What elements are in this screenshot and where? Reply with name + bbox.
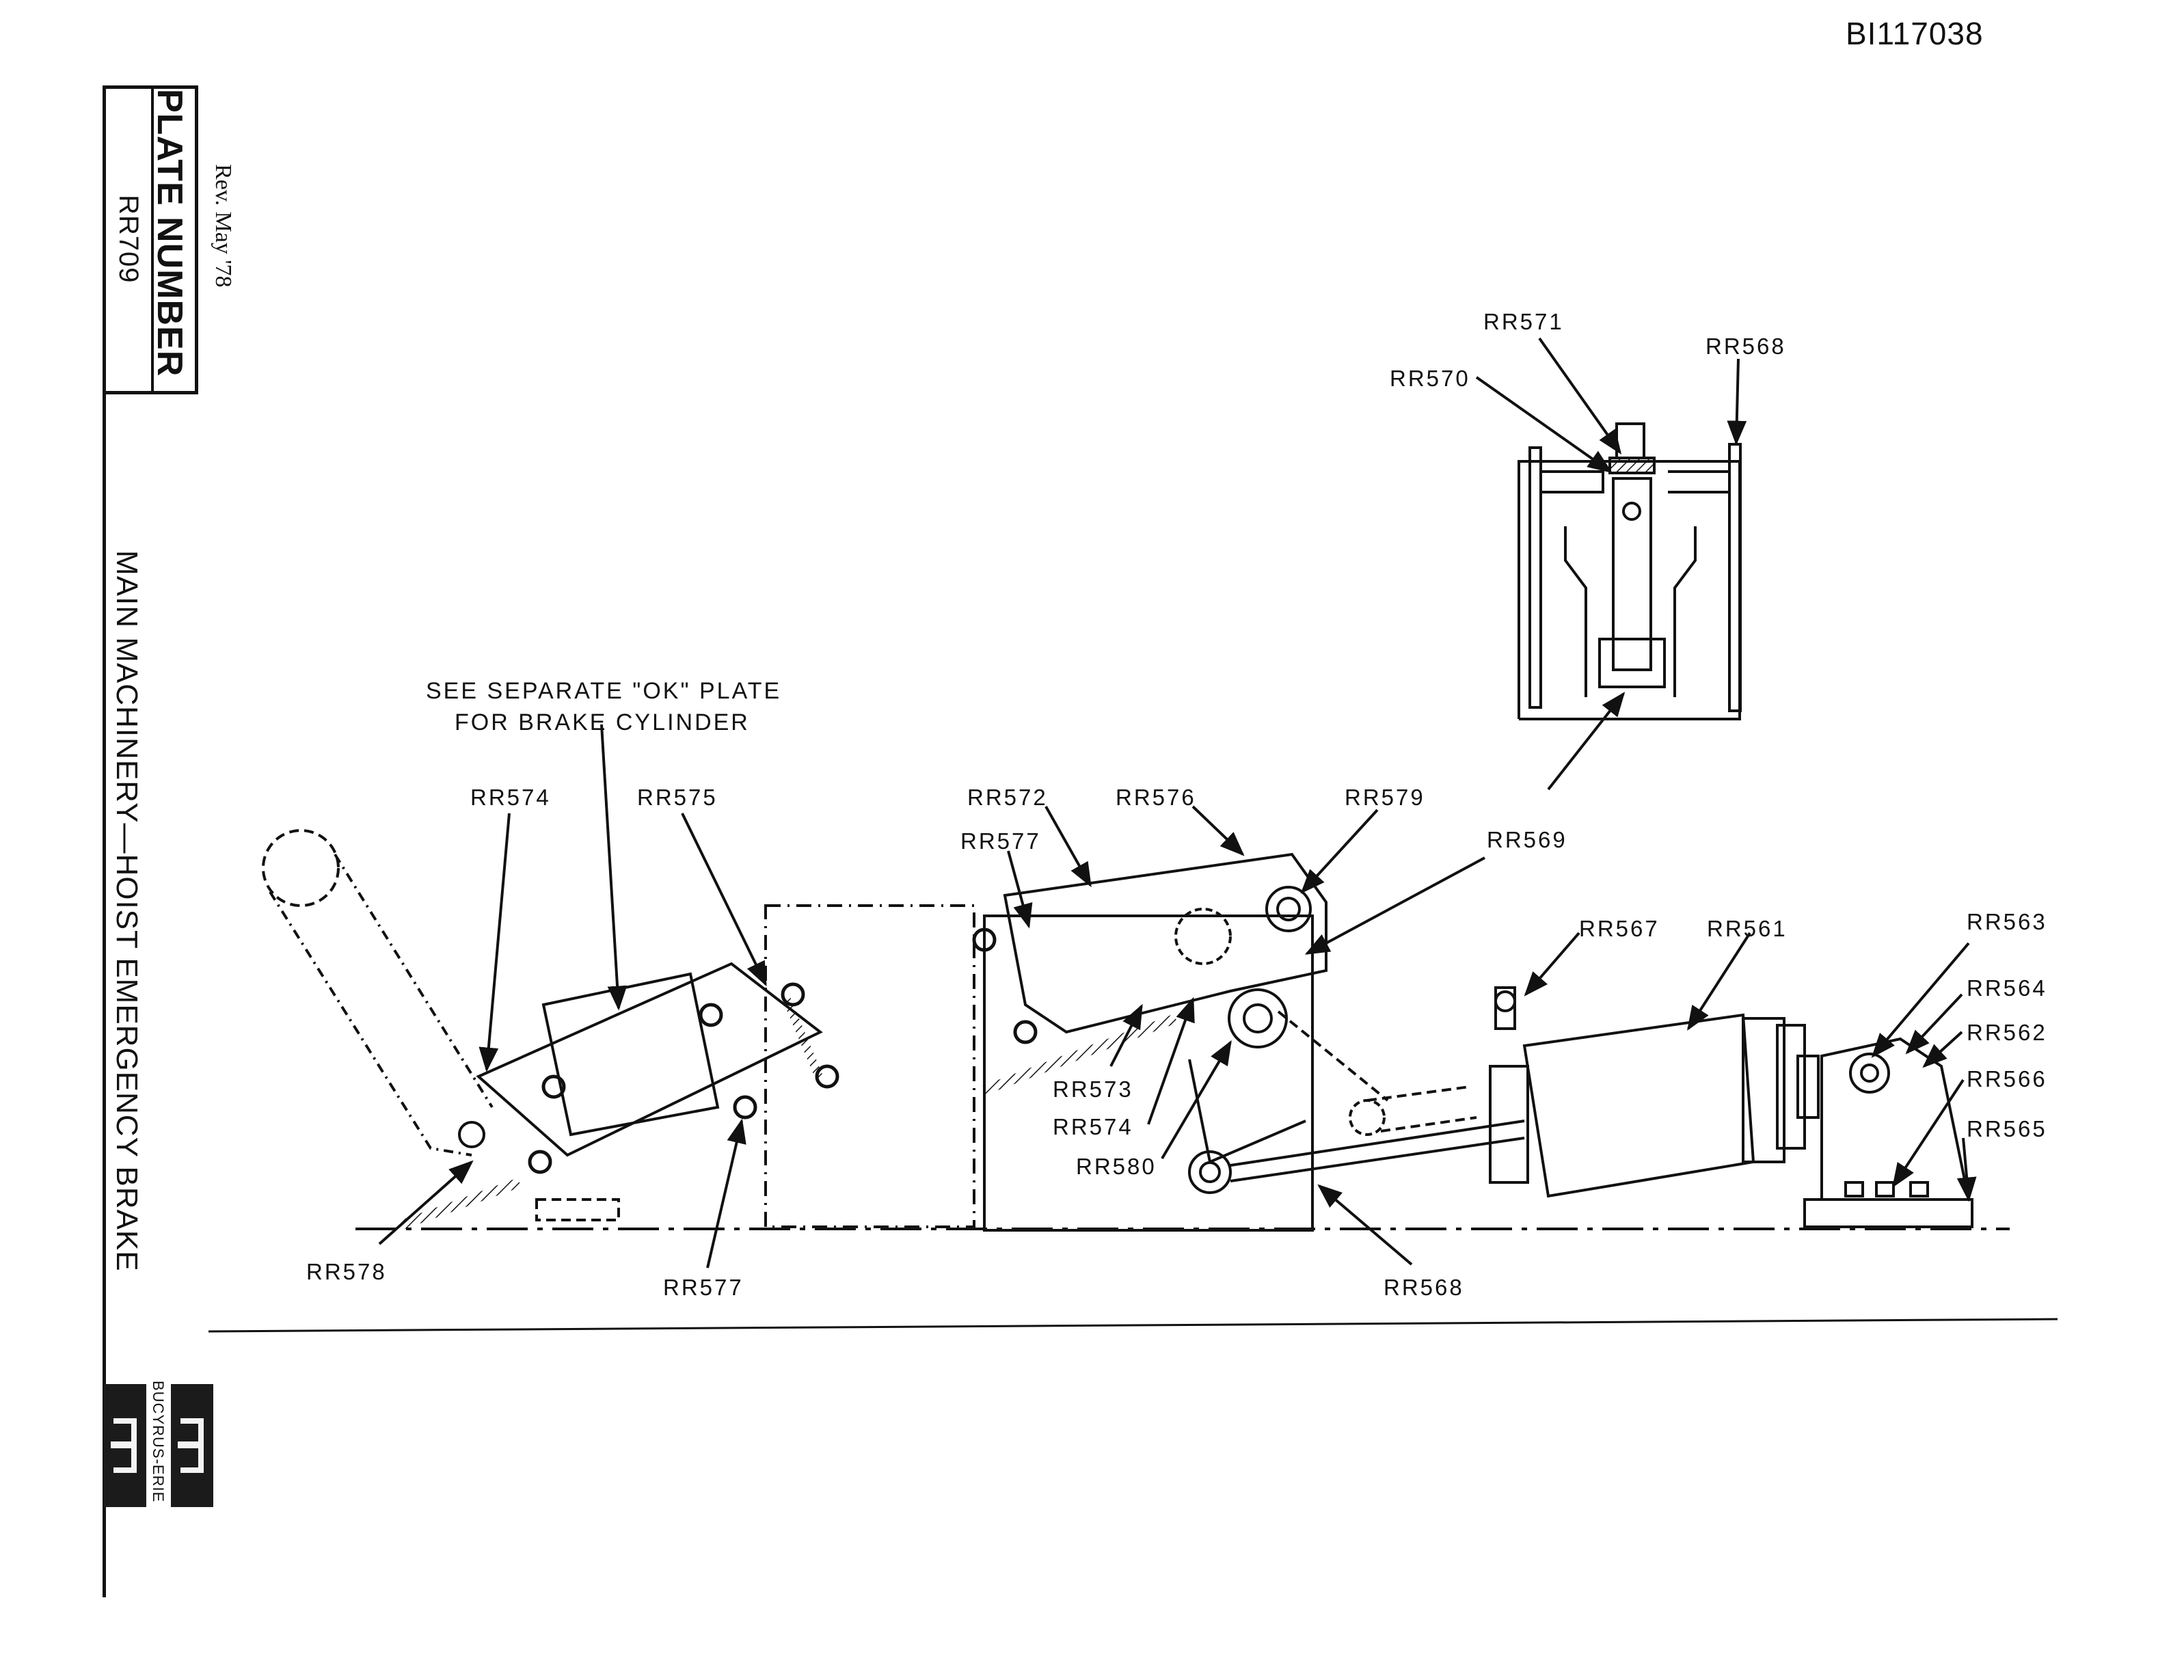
callout-rr568-bottom: RR568	[1384, 1275, 1464, 1300]
bucyrus-erie-logo-right	[171, 1384, 213, 1507]
leader-rr567	[1524, 932, 1580, 997]
callout-rr565: RR565	[1967, 1116, 2047, 1141]
leader-rr579	[1300, 809, 1379, 894]
leader-rr576	[1191, 805, 1245, 856]
callout-labels: RR571 RR568 RR570 RR574 RR575 RR572 RR57…	[306, 309, 2047, 1300]
title-block-divider	[151, 89, 154, 391]
note-text: SEE SEPARATE "OK" PLATE FOR BRAKE CYLIND…	[426, 678, 781, 735]
title-block	[103, 85, 198, 394]
leader-rr562	[1922, 1031, 1963, 1068]
leader-rr570	[1475, 376, 1613, 474]
leader-rr580	[1161, 1040, 1232, 1160]
leader-rr573	[1109, 1003, 1143, 1067]
brake-cylinder-rr561	[1489, 986, 1820, 1198]
callout-rr561: RR561	[1707, 916, 1788, 941]
callout-rr577-bottom: RR577	[663, 1275, 744, 1300]
leader-rr564	[1905, 993, 1963, 1055]
callout-rr563: RR563	[1967, 909, 2047, 934]
bucyrus-erie-logo-left	[104, 1384, 146, 1507]
mounting-bracket	[1803, 1037, 1973, 1228]
top-view-detail	[1518, 422, 1742, 720]
callout-rr578: RR578	[306, 1259, 387, 1284]
callout-rr577-top: RR577	[960, 828, 1041, 854]
leader-rr563	[1871, 942, 1970, 1058]
callout-rr575: RR575	[637, 785, 718, 810]
callout-rr570: RR570	[1390, 366, 1470, 391]
leader-rr572	[1044, 806, 1092, 888]
leader-rr569-up	[1547, 692, 1626, 791]
callout-rr569: RR569	[1487, 827, 1567, 852]
callout-rr562: RR562	[1967, 1020, 2047, 1045]
leader-rr578	[378, 1160, 474, 1245]
logo-glyph	[180, 1418, 204, 1473]
note-line-1: SEE SEPARATE "OK" PLATE	[426, 678, 781, 704]
callout-rr574-top: RR574	[470, 785, 551, 810]
leader-rr575	[681, 813, 767, 987]
side-border-rule	[103, 394, 106, 1597]
callout-rr571: RR571	[1483, 309, 1564, 334]
callout-rr580: RR580	[1076, 1154, 1157, 1179]
leader-rr577-bottom	[706, 1118, 746, 1269]
leader-rr568-top	[1727, 358, 1747, 446]
leader-rr574-top	[478, 813, 511, 1072]
leader-rr569-left	[1304, 856, 1485, 955]
leader-rr565	[1956, 1137, 1977, 1202]
leader-rr566	[1892, 1079, 1965, 1189]
logo-glyph	[113, 1418, 137, 1473]
leader-rr561	[1687, 932, 1751, 1031]
document-id: BI117038	[1846, 16, 1984, 51]
leader-rr577-top	[1007, 850, 1033, 929]
callout-rr573: RR573	[1053, 1076, 1133, 1102]
logo-bar	[178, 1441, 198, 1448]
leader-rr568-bottom	[1317, 1184, 1413, 1266]
callout-rr579: RR579	[1345, 785, 1425, 810]
leader-rr574-mid	[1147, 997, 1195, 1125]
callout-rr566: RR566	[1967, 1066, 2047, 1092]
callout-rr567: RR567	[1579, 916, 1660, 941]
leader-rr571	[1538, 337, 1622, 455]
callout-rr572: RR572	[967, 785, 1048, 810]
callout-rr568-top: RR568	[1706, 334, 1786, 359]
leader-note	[600, 724, 628, 1011]
callout-rr576: RR576	[1116, 785, 1196, 810]
logo-bar	[111, 1441, 131, 1448]
callout-rr564: RR564	[1967, 975, 2047, 1001]
ground-lines	[208, 1228, 2058, 1333]
leader-lines	[378, 337, 1977, 1269]
callout-rr574-mid: RR574	[1053, 1114, 1133, 1139]
main-linkage	[262, 829, 1525, 1232]
